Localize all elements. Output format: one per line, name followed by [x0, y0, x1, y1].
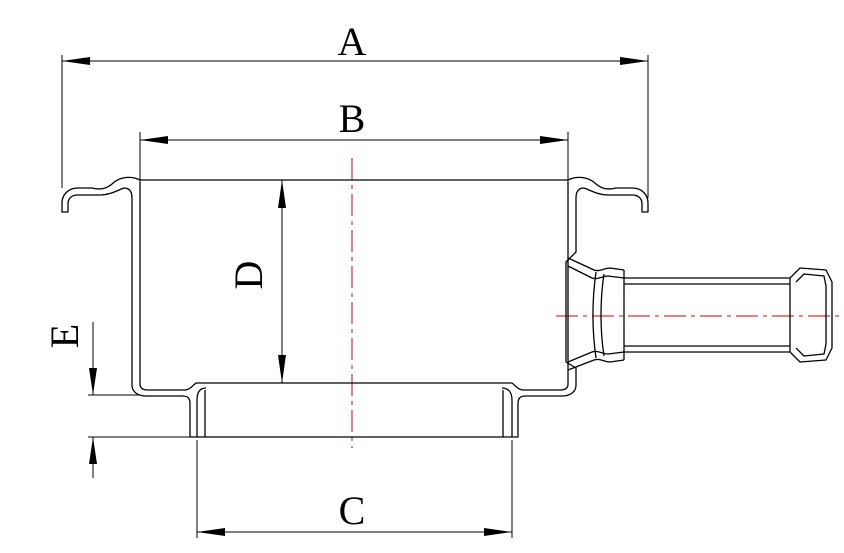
- nipple-taper-bottom-inner: [567, 350, 625, 363]
- dimension-e-arrow-top: [89, 368, 97, 395]
- dimension-c: C: [196, 440, 513, 538]
- dimension-d-arrow-bottom: [278, 355, 286, 383]
- dimension-d: D: [226, 180, 286, 383]
- dimension-b-label: B: [339, 96, 366, 141]
- barb-inner: [795, 273, 827, 357]
- dimension-c-arrow-left: [197, 528, 225, 536]
- barb-outer: [789, 267, 833, 363]
- dimension-b-arrow-left: [140, 136, 168, 144]
- dimension-c-label: C: [339, 488, 366, 533]
- nipple-taper-bottom-outer: [567, 358, 625, 371]
- left-wall-inner: [139, 182, 206, 391]
- left-flange-outer: [61, 176, 207, 438]
- dimension-b-arrow-right: [540, 136, 568, 144]
- cup-body: [61, 176, 649, 438]
- dimension-d-label: D: [226, 261, 271, 290]
- nipple-taper-top-outer: [567, 257, 625, 272]
- dimension-d-arrow-top: [278, 180, 286, 208]
- dimension-a-arrow-left: [62, 57, 90, 65]
- right-wall-inner: [504, 182, 569, 391]
- dimension-e: E: [42, 322, 197, 478]
- dimension-e-label: E: [42, 324, 87, 348]
- dimension-e-arrow-bottom: [89, 437, 97, 464]
- dimension-a-label: A: [338, 19, 367, 64]
- nipple-taper-top-inner: [567, 265, 625, 280]
- dimension-c-arrow-right: [484, 528, 512, 536]
- dimension-a: A: [61, 19, 649, 198]
- nipple-neck-ring-right: [600, 273, 605, 357]
- right-flange-outer: [501, 176, 649, 438]
- dimension-b: B: [139, 96, 569, 182]
- dimension-a-arrow-right: [620, 57, 648, 65]
- side-hose-nipple: [567, 257, 833, 371]
- nipple-neck-ring-left: [592, 271, 597, 359]
